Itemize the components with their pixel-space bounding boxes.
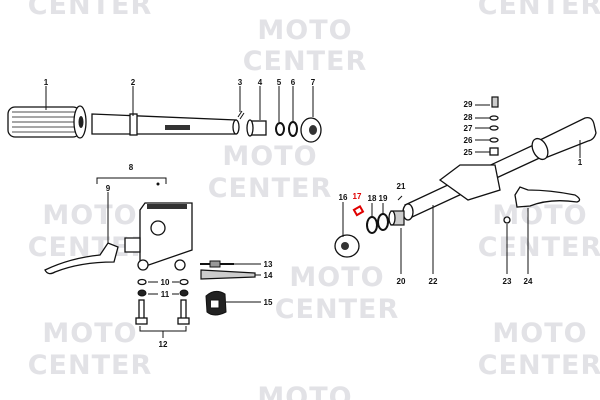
callout-21[interactable]: 21 [397,182,406,191]
bushing-part-4[interactable] [246,119,267,137]
bushing-part-20[interactable] [388,210,405,226]
throttle-tube[interactable] [91,113,240,136]
callout-24[interactable]: 24 [524,277,533,286]
watermark-text: MOTO [222,141,317,172]
bracket-8 [96,177,167,184]
callout-1[interactable]: 1 [44,78,49,87]
watermark-text: CENTER [208,173,333,204]
watermark-text: CENTER [28,0,153,21]
watermark-text: MOTO [289,262,384,293]
screws-part-12[interactable] [135,299,190,325]
callout-1-right[interactable]: 1 [578,158,583,167]
callout-2[interactable]: 2 [131,78,136,87]
callout-18[interactable]: 18 [368,194,377,203]
pin-part-3[interactable] [237,110,245,120]
watermark-text: MOTO [257,15,352,46]
watermark-text: CENTER [478,0,600,21]
right-grip[interactable] [529,116,597,162]
callout-10[interactable]: 10 [161,278,170,287]
boot-part-14[interactable] [200,269,256,280]
callout-13[interactable]: 13 [264,260,273,269]
switch-housing[interactable] [124,202,193,271]
highlighted-part-17[interactable] [352,205,365,217]
callout-14[interactable]: 14 [264,271,273,280]
callout-17-highlighted[interactable]: 17 [353,192,362,201]
leader-lines-right [342,104,581,274]
callout-8[interactable]: 8 [129,163,134,172]
callout-26[interactable]: 26 [464,136,473,145]
watermark-text: MOTO [42,318,137,349]
ring-part-18[interactable] [366,216,378,234]
bracket-12 [139,326,187,338]
leader-lines-left [45,86,314,303]
watermark-text: MOTO [492,318,587,349]
watermark-text: MOTO [42,200,137,231]
left-grip[interactable] [7,105,87,139]
callout-19[interactable]: 19 [379,194,388,203]
callout-25[interactable]: 25 [464,148,473,157]
screw-stack-25-29[interactable] [489,96,499,156]
callout-4[interactable]: 4 [258,78,263,87]
callout-9[interactable]: 9 [106,184,111,193]
housing-part-7[interactable] [300,117,322,143]
callout-labels: 1 2 3 4 5 6 7 8 9 10 11 12 13 14 15 16 1… [44,78,583,349]
callout-6[interactable]: 6 [291,78,296,87]
nut-part-23[interactable] [503,216,511,224]
callout-23[interactable]: 23 [503,277,512,286]
watermark-text: CENTER [243,46,368,77]
brake-lever-right[interactable] [514,186,581,208]
pin-part-21[interactable] [397,195,403,201]
callout-7[interactable]: 7 [311,78,316,87]
watermark-layer: CENTER CENTER MOTO CENTER MOTO CENTER MO… [28,0,600,400]
ring-part-5[interactable] [275,122,285,136]
ring-part-19[interactable] [377,213,389,231]
callout-11[interactable]: 11 [161,290,170,299]
ring-part-6[interactable] [288,121,298,137]
callout-5[interactable]: 5 [277,78,282,87]
watermark-text: MOTO [257,382,352,400]
callout-22[interactable]: 22 [429,277,438,286]
watermark-text: CENTER [478,232,600,263]
callout-29[interactable]: 29 [464,100,473,109]
washers-10-11[interactable] [137,278,189,297]
throttle-housing-16[interactable] [334,234,360,258]
watermark-text: CENTER [275,294,400,325]
cable-adjuster-13[interactable] [200,260,234,268]
callout-28[interactable]: 28 [464,113,473,122]
callout-16[interactable]: 16 [339,193,348,202]
watermark-text: CENTER [28,350,153,381]
watermark-text: MOTO [492,200,587,231]
brake-lever-left[interactable] [44,242,119,275]
callout-20[interactable]: 20 [397,277,406,286]
callout-12[interactable]: 12 [159,340,168,349]
watermark-text: CENTER [478,350,600,381]
cover-part-15[interactable] [205,290,227,316]
callout-3[interactable]: 3 [238,78,243,87]
callout-27[interactable]: 27 [464,124,473,133]
callout-15[interactable]: 15 [264,298,273,307]
